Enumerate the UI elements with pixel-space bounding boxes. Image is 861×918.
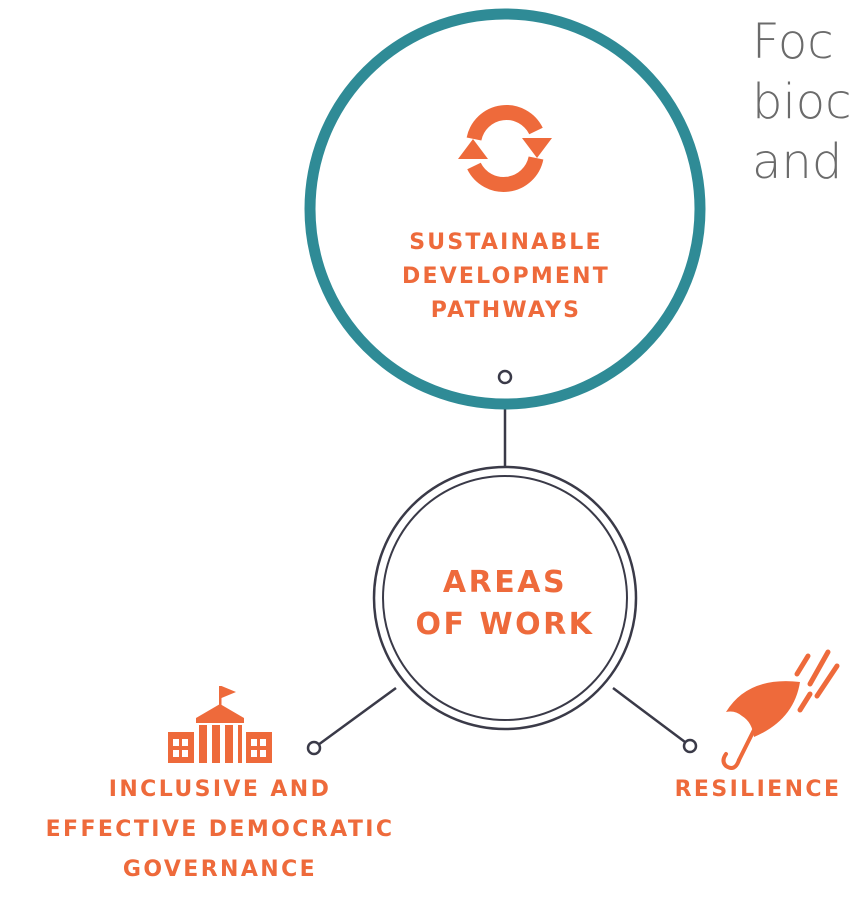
cycle-arrows-icon xyxy=(466,105,544,192)
governance-label-line-1: INCLUSIVE AND xyxy=(108,777,332,802)
sustainable-label-line-1: SUSTAINABLE xyxy=(409,230,603,255)
connector-left-node xyxy=(306,740,322,756)
government-building-icon xyxy=(168,686,272,763)
connector-right-node xyxy=(682,738,698,754)
heading-line-1: Foc xyxy=(752,14,834,70)
connector-left xyxy=(317,686,397,747)
heading-line-2: bioc xyxy=(752,74,852,130)
sustainable-label-line-2: DEVELOPMENT xyxy=(402,264,610,289)
areas-of-work-label: AREAS OF WORK xyxy=(405,562,605,646)
sustainable-development-label[interactable]: SUSTAINABLE DEVELOPMENT PATHWAYS xyxy=(356,226,656,328)
center-ring-outer xyxy=(372,465,638,731)
sustainable-highlight-ring[interactable] xyxy=(304,8,706,410)
section-heading: Foc bioc and xyxy=(752,12,861,192)
resilience-label-line-1: RESILIENCE xyxy=(674,777,842,802)
sustainable-label-line-3: PATHWAYS xyxy=(430,298,582,323)
governance-label[interactable]: INCLUSIVE AND EFFECTIVE DEMOCRATIC GOVER… xyxy=(0,770,440,890)
resilience-label[interactable]: RESILIENCE xyxy=(638,770,861,810)
governance-label-line-2: EFFECTIVE DEMOCRATIC xyxy=(45,817,395,842)
cycle-arrowhead-right xyxy=(522,138,552,158)
governance-label-line-3: GOVERNANCE xyxy=(122,857,318,882)
cycle-arrowhead-left xyxy=(458,139,488,159)
center-label-line-2: OF WORK xyxy=(415,607,595,642)
connector-top-node-overlay xyxy=(497,369,513,385)
center-ring-inner xyxy=(382,475,628,721)
umbrella-rain-icon xyxy=(721,649,840,770)
connector-right xyxy=(612,687,686,743)
heading-line-3: and xyxy=(752,134,843,190)
center-label-line-1: AREAS xyxy=(442,565,568,600)
